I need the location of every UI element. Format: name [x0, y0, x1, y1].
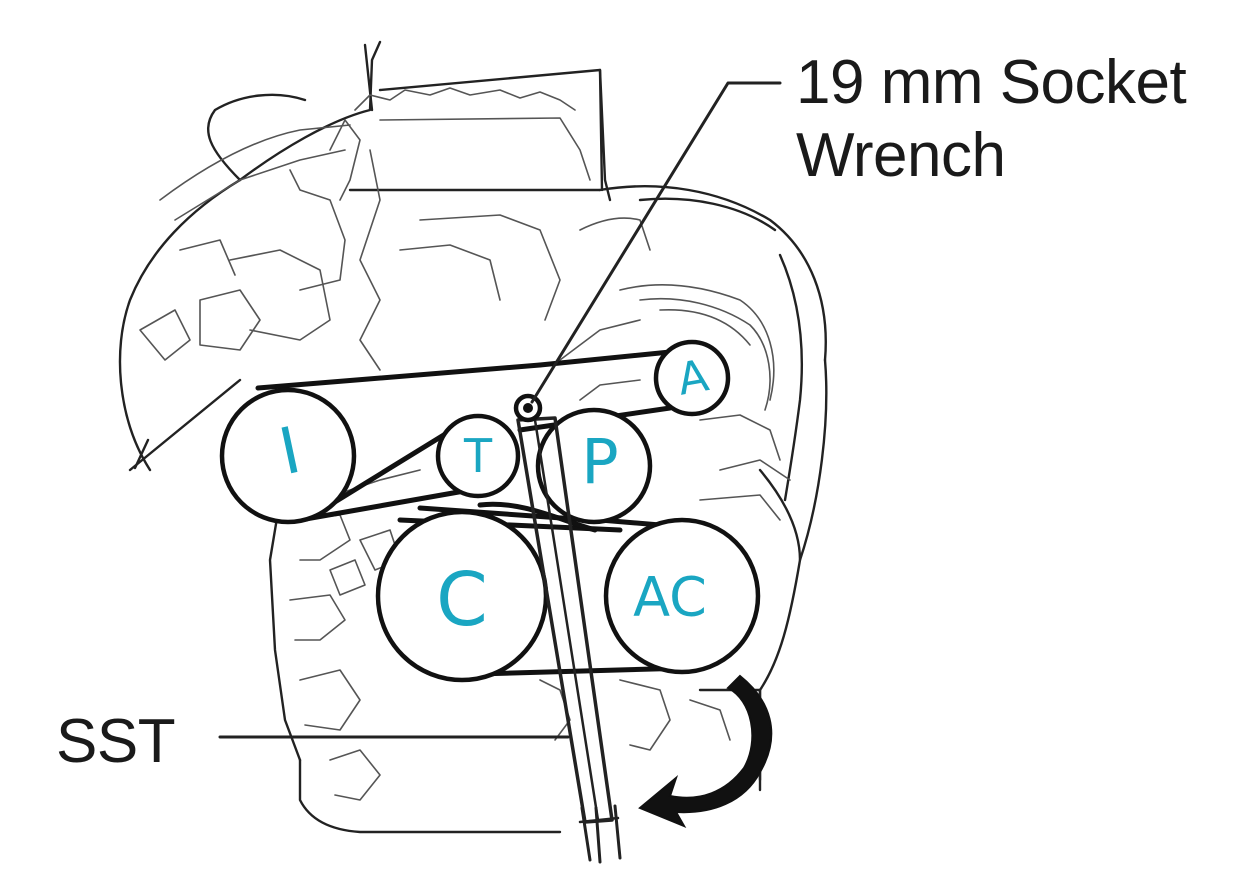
curved-arrow-clockwise-icon	[638, 674, 773, 829]
sst-label: SST	[56, 707, 176, 776]
pulley-label-ac: AC	[633, 565, 707, 629]
pulley-alternator-a	[653, 339, 731, 417]
socket-wrench-leader-line	[530, 81, 782, 404]
pulley-label-p: P	[581, 425, 619, 499]
pulley-ac-compressor	[603, 517, 761, 675]
pulley-tensioner-t	[435, 413, 521, 499]
pulley-label-t: T	[463, 429, 493, 483]
sst-wrench	[513, 393, 622, 864]
pulley-idler-i	[219, 387, 357, 525]
pulley-label-c: C	[436, 557, 488, 643]
socket-wrench-label: 19 mm Socket Wrench	[796, 48, 1187, 191]
engine-detail	[139, 87, 791, 801]
